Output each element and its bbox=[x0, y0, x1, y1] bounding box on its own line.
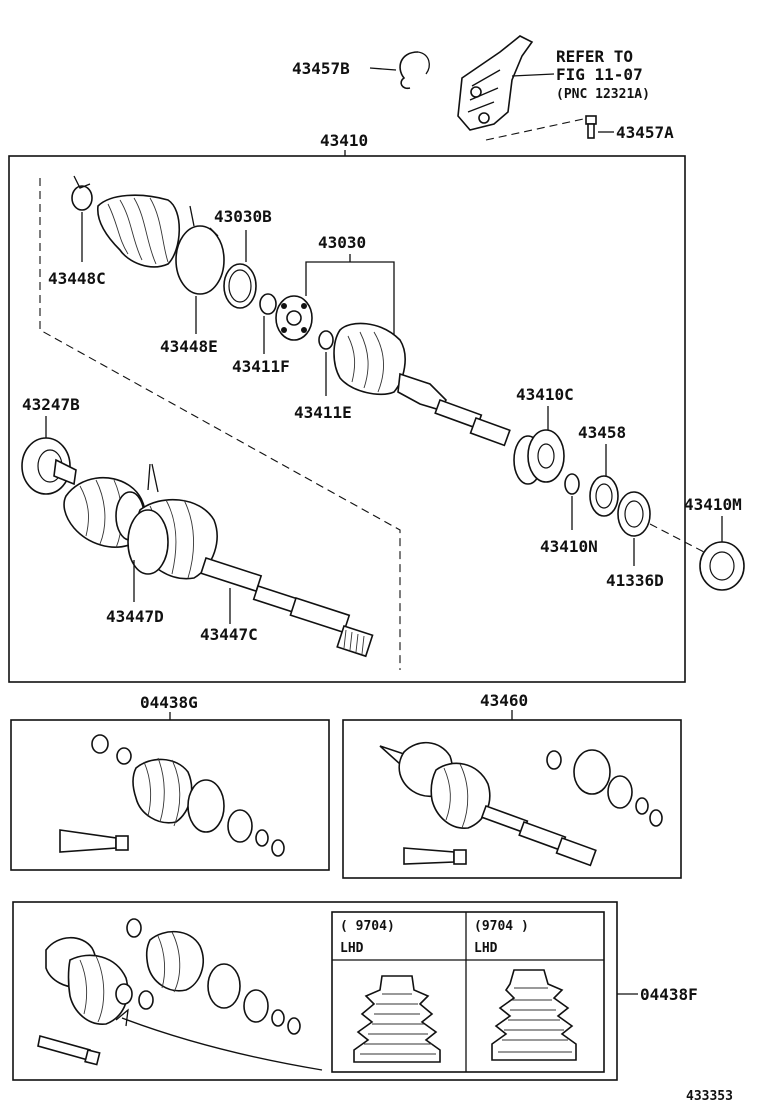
label-04438f: 04438F bbox=[640, 985, 698, 1004]
cv-boot-icon bbox=[353, 975, 441, 1063]
boot-clamp-icon bbox=[138, 990, 154, 1010]
boot-clamp-icon bbox=[91, 734, 132, 765]
snap-ring-icon bbox=[243, 989, 269, 1023]
label-04438g: 04438G bbox=[140, 693, 198, 712]
label-43458: 43458 bbox=[578, 423, 626, 442]
bracket-icon bbox=[457, 35, 534, 131]
oil-seal-icon bbox=[589, 475, 619, 517]
label-43030b: 43030B bbox=[214, 207, 272, 226]
label-43030: 43030 bbox=[318, 233, 366, 252]
boot-clamp-icon bbox=[187, 779, 225, 833]
snap-ring-icon bbox=[564, 473, 580, 495]
label-43447c: 43447C bbox=[200, 625, 258, 644]
snap-ring-icon bbox=[635, 797, 649, 815]
snap-ring-icon bbox=[271, 1009, 285, 1027]
boot-clamp-icon bbox=[546, 750, 562, 770]
boot-clamp-icon bbox=[175, 205, 225, 295]
grease-tube-icon bbox=[403, 847, 467, 865]
boot-clamp-icon bbox=[573, 749, 611, 795]
dashed-envelope bbox=[39, 178, 401, 670]
cv-boot-icon bbox=[97, 194, 180, 268]
assembly-43410-box bbox=[8, 155, 686, 683]
label-43410: 43410 bbox=[320, 131, 368, 150]
label-43410n: 43410N bbox=[540, 537, 598, 556]
col2-side: LHD bbox=[474, 941, 498, 956]
boot-clamp-icon bbox=[207, 963, 241, 1009]
refer-line-1: REFER TO bbox=[556, 47, 633, 66]
cv-joint-icon bbox=[379, 741, 597, 867]
col1-side: LHD bbox=[340, 941, 364, 956]
snap-ring-icon bbox=[259, 293, 277, 315]
label-43410m: 43410M bbox=[684, 495, 742, 514]
label-43447d: 43447D bbox=[106, 607, 164, 626]
snap-ring-icon bbox=[649, 809, 663, 827]
boot-clamp-icon bbox=[126, 918, 142, 938]
label-43410c: 43410C bbox=[516, 385, 574, 404]
label-43411e: 43411E bbox=[294, 403, 352, 422]
snap-ring-icon bbox=[223, 263, 257, 309]
bolt-icon bbox=[585, 115, 597, 139]
snap-ring-icon bbox=[227, 809, 253, 843]
cv-boot-icon bbox=[127, 498, 218, 580]
boot-clamp-icon bbox=[71, 175, 93, 211]
lhd-comparison-table bbox=[331, 911, 605, 1073]
grease-tube-icon bbox=[37, 1034, 101, 1066]
oil-seal-icon bbox=[617, 491, 651, 537]
kit-43460-box bbox=[342, 719, 682, 879]
label-43457b: 43457B bbox=[292, 59, 350, 78]
label-43457a: 43457A bbox=[616, 123, 674, 142]
refer-line-3: (PNC 12321A) bbox=[556, 87, 650, 102]
cv-joint-icon bbox=[333, 322, 511, 447]
bearing-cage-icon bbox=[275, 295, 313, 341]
col2-range: (9704 ) bbox=[474, 919, 529, 934]
snap-ring-icon bbox=[287, 1017, 301, 1035]
label-43411f: 43411F bbox=[232, 357, 290, 376]
grease-tube-icon bbox=[59, 829, 129, 853]
label-41336d: 41336D bbox=[606, 571, 664, 590]
snap-ring-icon bbox=[255, 829, 269, 847]
arrow-curve bbox=[121, 1017, 323, 1071]
refer-line-2: FIG 11-07 bbox=[556, 65, 643, 84]
cv-boot-icon bbox=[145, 930, 204, 993]
boot-clamp-icon bbox=[115, 983, 133, 1005]
snap-ring-icon bbox=[607, 775, 633, 809]
kit-04438f-box bbox=[12, 901, 618, 1081]
drive-shaft-icon bbox=[200, 556, 374, 658]
col1-range: ( 9704) bbox=[340, 919, 395, 934]
figure-number: 433353 bbox=[686, 1089, 733, 1104]
label-43460: 43460 bbox=[480, 691, 528, 710]
oil-seal-icon bbox=[21, 437, 77, 495]
snap-clip-43457b bbox=[399, 51, 430, 90]
cv-boot-icon bbox=[132, 757, 193, 827]
kit-04438g-box bbox=[10, 719, 330, 871]
snap-ring-icon bbox=[318, 330, 334, 350]
label-43247b: 43247B bbox=[22, 395, 80, 414]
oil-seal-icon bbox=[699, 541, 745, 591]
cv-boot-icon bbox=[45, 936, 129, 1025]
label-43448c: 43448C bbox=[48, 269, 106, 288]
snap-ring-icon bbox=[271, 839, 285, 857]
cv-boot-icon bbox=[491, 969, 577, 1061]
bearing-icon bbox=[513, 429, 565, 485]
label-43448e: 43448E bbox=[160, 337, 218, 356]
arrow-head-icon bbox=[115, 1008, 129, 1027]
